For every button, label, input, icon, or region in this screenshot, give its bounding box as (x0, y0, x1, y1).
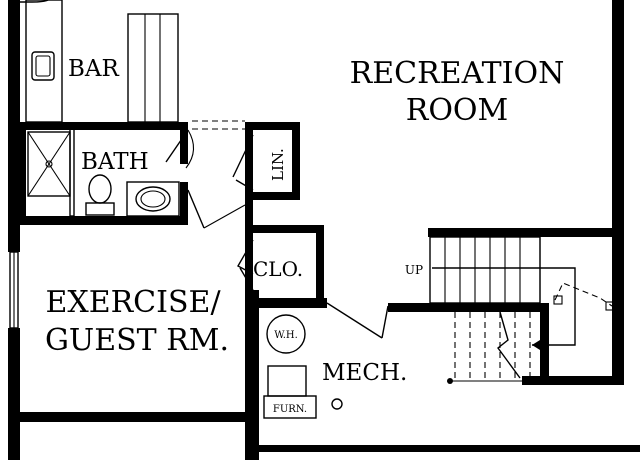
mech-top-wall-right (388, 303, 544, 312)
mech-fixtures (263, 314, 343, 419)
stair-handrail (554, 282, 613, 307)
linen-right-wall (292, 122, 300, 200)
bar-bath-wall (20, 122, 188, 130)
exercise-door[interactable] (187, 189, 246, 229)
bar-fixtures (20, 0, 179, 123)
linen-door-leaf[interactable] (235, 179, 254, 191)
closet-door-leaf[interactable] (239, 267, 254, 291)
closet-door-leaf[interactable] (237, 239, 254, 275)
exercise-room-label-2: GUEST RM. (45, 323, 229, 358)
vanity-sink-icon (135, 186, 171, 212)
right-exterior-wall (612, 0, 624, 232)
stair-up-label: UP (405, 263, 423, 277)
closet-left-wall (245, 200, 253, 305)
handrail-post (605, 301, 615, 311)
closet-right-wall (316, 225, 324, 307)
floor-drain-icon (331, 398, 343, 410)
bath-door-leaf[interactable] (165, 129, 189, 163)
bath-right-wall-lower (180, 182, 188, 224)
shower-wall (69, 127, 75, 217)
mech-top-wall-left (245, 298, 327, 308)
bar-cabinet (127, 13, 179, 123)
bar-corner-detail (20, 0, 49, 3)
mech-door-leaf[interactable] (326, 302, 383, 339)
arrow-head-icon (532, 340, 540, 350)
exercise-window (8, 251, 20, 329)
handrail-post (553, 295, 563, 305)
bar-counter (25, 0, 63, 123)
shower-drain-icon (45, 160, 53, 168)
mech-label: MECH. (322, 360, 407, 386)
exercise-bottom-wall (20, 412, 259, 422)
stair-treads (444, 237, 541, 303)
bath-door[interactable] (165, 129, 195, 169)
exercise-door-leaf[interactable] (187, 189, 205, 229)
stair-lower-treads (454, 312, 531, 378)
recreation-room-label-1: RECREATION (350, 56, 565, 91)
linen-bottom-wall (245, 192, 300, 200)
bar-label: BAR (68, 56, 120, 82)
closet-top-wall (245, 225, 323, 233)
linen-label: LIN. (269, 148, 287, 181)
bath-label: BATH (81, 149, 149, 175)
vanity-sink-basin (140, 190, 166, 208)
walls (8, 0, 640, 460)
bar-sink-basin (35, 55, 51, 77)
mech-door-jamb (381, 305, 389, 339)
shower-diagonal (27, 131, 71, 197)
stair-break-line (497, 311, 521, 379)
bath-right-wall-upper (180, 122, 188, 164)
bath-left-wall (20, 122, 26, 222)
bath-fixtures (27, 127, 180, 217)
stair-upper-run (429, 236, 541, 304)
stair-newel-post (447, 378, 453, 384)
furnace-label: FURN. (273, 404, 307, 415)
stair-top-wall (428, 228, 624, 237)
vanity (126, 181, 180, 217)
mech-door[interactable] (326, 302, 389, 339)
closet-door[interactable] (237, 239, 254, 291)
exercise-door-swing (203, 204, 246, 229)
stair-bottom-wall (522, 376, 624, 385)
stair-direction-arrow (432, 267, 576, 346)
water-heater-label: W.H. (274, 330, 298, 341)
furnace-label-box (263, 395, 317, 419)
exercise-top-wall (20, 216, 188, 225)
furnace-unit (267, 365, 307, 397)
toilet-tank (85, 202, 115, 216)
linen-left-wall (245, 122, 253, 200)
right-stair-wall (612, 232, 624, 382)
exercise-room-label-1: EXERCISE/ (45, 285, 221, 320)
linen-top-wall (245, 122, 300, 130)
closet-label: CLO. (253, 257, 303, 281)
linen-door-leaf[interactable] (232, 134, 254, 178)
stair-inner-wall (540, 303, 549, 383)
bath-door-swing (185, 129, 195, 169)
mech-bottom-wall (259, 445, 640, 452)
toilet-bowl-icon (88, 174, 112, 204)
staircase[interactable] (429, 229, 615, 384)
linen-door[interactable] (232, 134, 254, 191)
water-heater-icon (266, 314, 306, 354)
bar-sink-icon (31, 51, 55, 81)
exercise-right-wall (245, 290, 259, 460)
recreation-room-label-2: ROOM (406, 93, 509, 128)
left-exterior-wall (8, 0, 20, 460)
